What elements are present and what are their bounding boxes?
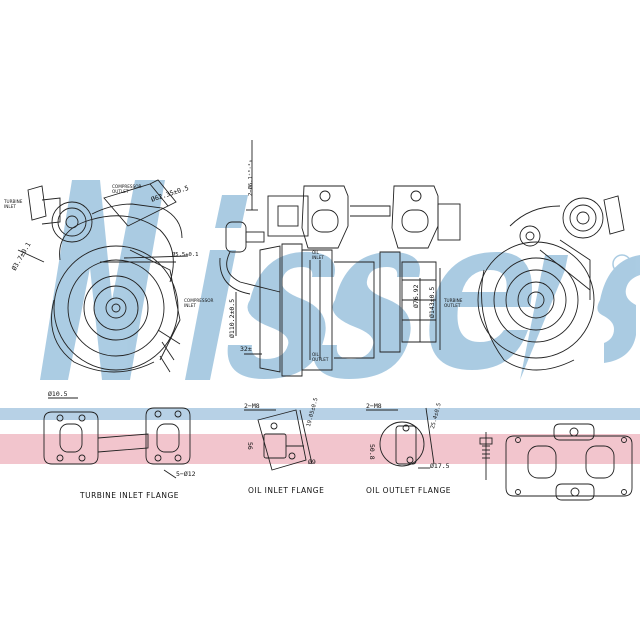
nissens-logo [40,180,640,380]
turbine-inlet-label: TURBINE INLET [4,199,23,209]
oil-inlet-thread: 2−M8 [244,402,260,410]
dim-143: Ø143±0.5 [428,286,436,318]
oil-inlet-flange-drawing [244,409,313,471]
rear-view-turbo [477,195,625,371]
pink-band-lower [0,434,640,464]
compressor-outlet-label: COMPRESSOR OUTLET [112,184,142,194]
gasket-drawing [505,423,633,501]
blue-band [0,408,640,420]
watermark-layer [40,180,640,380]
side-view-turbo [219,140,461,377]
dim-bore: Ø110.2±0.5 [228,298,236,338]
turbine-flange-caption: TURBINE INLET FLANGE [80,491,180,500]
oil-outlet-dim-175: Ø17.5 [430,462,450,470]
front-view-turbo [17,179,189,373]
turbine-flange-drawing [43,397,191,479]
gasket-bolt-drawing [479,432,493,480]
oil-outlet-caption: OIL OUTLET FLANGE [366,486,451,495]
oil-outlet-label: OIL OUTLET [312,352,329,362]
dim-top: 2−Ø6.1⁺⁰·²₀ [248,159,254,196]
dim-32: 32± [240,345,252,353]
oil-outlet-dim-508: 50.8 [368,444,376,460]
oil-inlet-dim-9: Ø9 [308,458,316,466]
oil-inlet-label: OIL INLET [312,250,324,260]
compressor-inlet-label: COMPRESSOR INLET [184,298,214,308]
oil-outlet-thread: 2−M8 [366,402,382,410]
dim-d2: Ø5.5±0.1 [172,252,199,258]
dim-bolts: 5−Ø12 [176,470,196,478]
turbine-outlet-label: TURBINE OUTLET [444,298,463,308]
oil-inlet-dim-56: 56 [246,442,254,450]
oil-inlet-caption: OIL INLET FLANGE [248,486,325,495]
oil-outlet-flange-drawing [366,407,435,469]
dim-76: Ø76.92 [412,284,420,308]
dim-hole: Ø10.5 [48,390,68,398]
